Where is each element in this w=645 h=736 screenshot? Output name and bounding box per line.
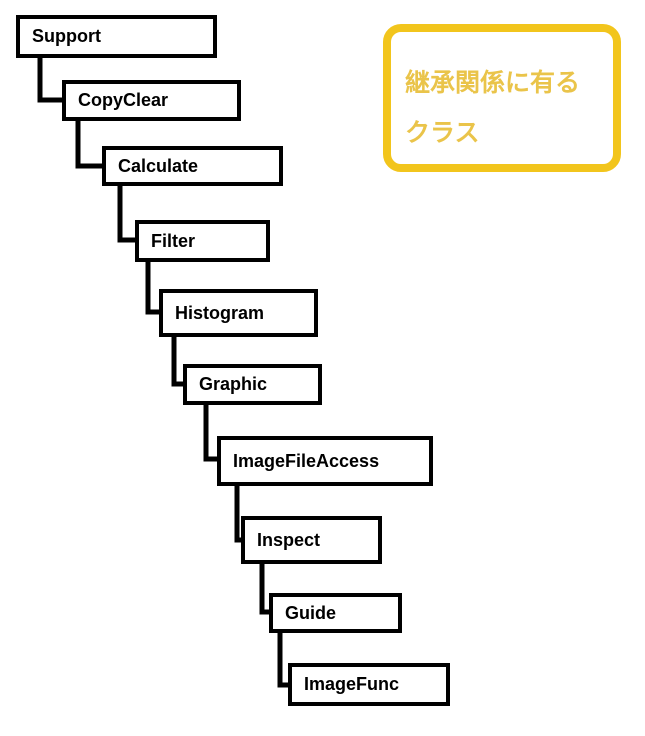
class-label-calculate: Calculate <box>118 155 199 176</box>
class-box-support: Support <box>16 15 217 58</box>
class-label-guide: Guide <box>285 602 337 623</box>
class-label-copyclear: CopyClear <box>78 90 169 110</box>
class-label-inspect: Inspect <box>257 529 321 550</box>
connector-guide-imagefunc <box>277 633 290 688</box>
legend-box: 継承関係に有る クラス <box>383 24 621 172</box>
connector-graphic-imagefileaccess <box>203 405 219 462</box>
class-label-filter: Filter <box>151 230 196 251</box>
legend-text-line1: 継承関係に有る <box>405 68 581 97</box>
connector-filter-histogram <box>145 262 161 315</box>
class-box-filter: Filter <box>135 220 270 262</box>
connector-support-copyclear <box>37 58 64 103</box>
class-label-histogram: Histogram <box>175 302 265 323</box>
class-box-imagefunc: ImageFunc <box>288 663 450 706</box>
class-box-inspect: Inspect <box>241 516 382 564</box>
class-box-copyclear: CopyClear <box>62 80 241 121</box>
class-label-graphic: Graphic <box>199 374 268 394</box>
connector-histogram-graphic <box>171 337 185 387</box>
connector-copyclear-calculate <box>75 121 104 169</box>
connector-calculate-filter <box>117 186 137 243</box>
legend-text-line2: クラス <box>405 118 480 147</box>
class-box-guide: Guide <box>269 593 402 633</box>
class-box-histogram: Histogram <box>159 289 318 337</box>
class-box-calculate: Calculate <box>102 146 283 186</box>
connector-inspect-guide <box>259 564 271 615</box>
class-box-imagefileaccess: ImageFileAccess <box>217 436 433 486</box>
class-label-support: Support <box>32 26 101 46</box>
class-label-imagefunc: ImageFunc <box>304 674 400 694</box>
class-box-graphic: Graphic <box>183 364 322 405</box>
class-label-imagefileaccess: ImageFileAccess <box>233 450 380 471</box>
